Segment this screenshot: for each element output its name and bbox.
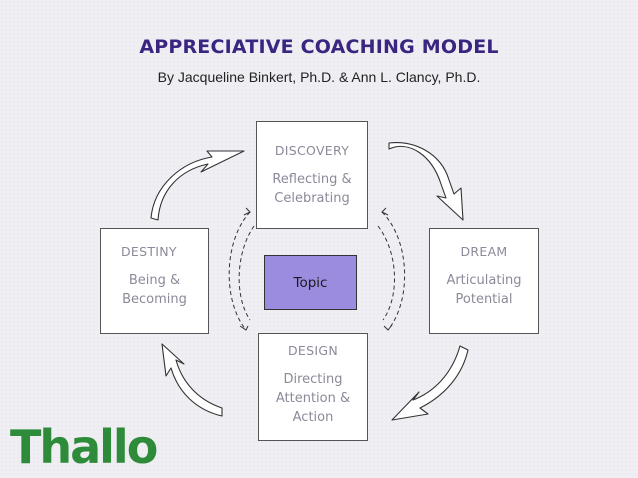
discovery-box: DISCOVERY Reflecting & Celebrating	[256, 121, 368, 229]
design-heading: DESIGN	[288, 343, 338, 358]
dashed-arrow-left-inner-icon	[238, 225, 255, 321]
thallo-logo: Thallo	[10, 420, 158, 474]
design-line-2: Attention &	[275, 391, 351, 406]
dashed-arrow-right-inner-icon	[377, 225, 395, 321]
topic-center-box: Topic	[264, 255, 357, 310]
dashed-arrow-left-icon	[228, 211, 251, 331]
destiny-box: DESTINY Being & Becoming	[100, 228, 209, 334]
curved-arrow-destiny-to-discovery-icon	[150, 150, 245, 221]
design-line-3: Action	[292, 410, 334, 425]
design-line-1: Directing	[283, 372, 343, 387]
destiny-heading: DESTINY	[121, 244, 177, 259]
destiny-line-2: Becoming	[122, 292, 187, 307]
curved-arrow-dream-to-design-icon	[391, 345, 469, 421]
discovery-line-2: Celebrating	[274, 191, 350, 206]
dream-line-1: Articulating	[446, 273, 522, 288]
design-box: DESIGN Directing Attention & Action	[258, 333, 368, 441]
topic-label: Topic	[293, 274, 328, 291]
diagram-title: APPRECIATIVE COACHING MODEL	[139, 36, 499, 58]
discovery-heading: DISCOVERY	[274, 143, 350, 158]
dream-box: DREAM Articulating Potential	[429, 228, 539, 334]
dashed-arrow-right-icon	[381, 211, 405, 331]
dream-heading: DREAM	[460, 244, 508, 259]
diagram-subtitle: By Jacqueline Binkert, Ph.D. & Ann L. Cl…	[157, 69, 481, 85]
curved-arrow-design-to-destiny-icon	[161, 343, 223, 417]
destiny-line-1: Being &	[128, 273, 181, 288]
discovery-line-1: Reflecting &	[272, 172, 352, 187]
curved-arrow-discovery-to-dream-icon	[388, 142, 464, 221]
dream-line-2: Potential	[455, 292, 513, 307]
